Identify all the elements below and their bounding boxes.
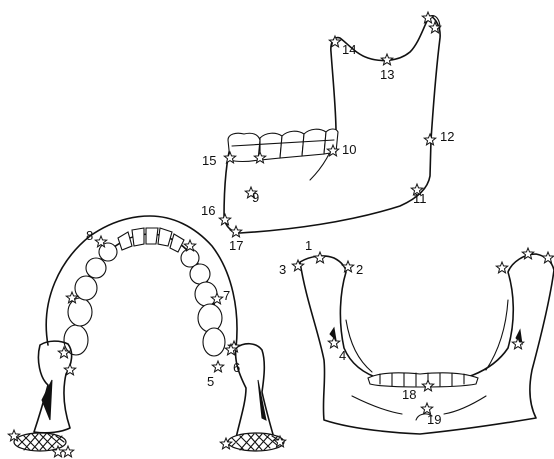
landmark-star-12 bbox=[424, 134, 435, 145]
landmark-label-7: 7 bbox=[223, 288, 230, 303]
landmark-label-12: 12 bbox=[440, 129, 454, 144]
right-condyle-hatch bbox=[228, 433, 284, 451]
occlusal-right-ramus bbox=[236, 344, 274, 441]
landmark-star-4 bbox=[328, 337, 339, 348]
landmark-label-17: 17 bbox=[229, 238, 243, 253]
landmark-label-3: 3 bbox=[279, 262, 286, 277]
landmark-star-marker bbox=[542, 252, 553, 263]
occlusal-teeth bbox=[64, 228, 225, 356]
landmark-label-9: 9 bbox=[252, 190, 259, 205]
landmark-label-5: 5 bbox=[207, 374, 214, 389]
landmark-star-marker bbox=[62, 446, 73, 457]
landmark-star-13 bbox=[381, 54, 392, 65]
landmark-label-14: 14 bbox=[342, 42, 356, 57]
left-basal-ridge bbox=[352, 396, 402, 414]
landmark-label-4: 4 bbox=[339, 348, 346, 363]
landmark-star-marker bbox=[429, 22, 440, 33]
landmark-star-17 bbox=[230, 226, 241, 237]
landmark-label-16: 16 bbox=[201, 203, 215, 218]
landmark-star-marker bbox=[496, 262, 507, 273]
landmark-label-6: 6 bbox=[233, 360, 240, 375]
right-mylohyoid-line bbox=[486, 300, 508, 370]
landmark-label-1: 1 bbox=[305, 238, 312, 253]
landmark-label-18: 18 bbox=[402, 387, 416, 402]
landmark-label-15: 15 bbox=[202, 153, 216, 168]
occlusal-view bbox=[14, 216, 284, 451]
landmark-label-13: 13 bbox=[380, 67, 394, 82]
landmark-star-marker bbox=[422, 12, 433, 23]
landmark-star-5 bbox=[212, 361, 223, 372]
landmark-label-2: 2 bbox=[356, 262, 363, 277]
right-basal-ridge bbox=[444, 396, 486, 414]
landmark-label-19: 19 bbox=[427, 412, 441, 427]
lateral-teeth bbox=[228, 129, 338, 162]
landmark-star-2 bbox=[342, 261, 353, 272]
landmark-star-marker bbox=[512, 338, 523, 349]
landmark-label-8: 8 bbox=[86, 228, 93, 243]
landmark-label-11: 11 bbox=[413, 191, 427, 206]
left-mylohyoid-line bbox=[346, 320, 372, 372]
landmark-star-1 bbox=[314, 252, 325, 263]
landmark-label-10: 10 bbox=[342, 142, 356, 157]
